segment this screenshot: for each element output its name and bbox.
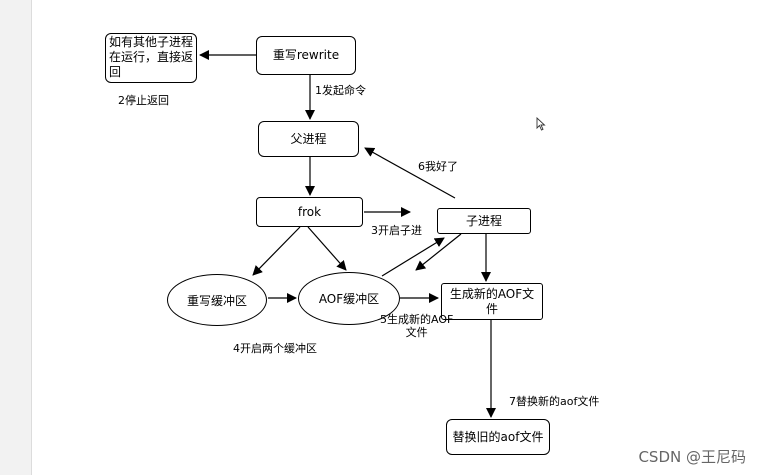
fork-node-label: frok	[297, 204, 322, 219]
rewrite-node-label: 重写rewrite	[272, 48, 340, 62]
new-aof-node: 生成新的AOF文件	[441, 283, 543, 320]
replace-old-node: 替换旧的aof文件	[446, 419, 550, 455]
step5-label: 5生成新的AOF 文件	[380, 313, 453, 339]
step2-label: 2停止返回	[118, 94, 169, 107]
arrow-child-to-aof-buffer	[415, 233, 462, 271]
parent-node: 父进程	[258, 121, 359, 157]
step5-label-line1: 5生成新的AOF	[380, 313, 454, 326]
stop-node-label: 如有其他子进程在运行，直接返回	[109, 35, 194, 79]
fork-node: frok	[256, 197, 363, 227]
arrow-fork-to-rewrite-buffer	[252, 226, 301, 276]
step3-label: 3开启子进	[371, 224, 422, 237]
child-node: 子进程	[437, 208, 531, 234]
stop-node: 如有其他子进程在运行，直接返回	[105, 33, 197, 83]
arrow-aof-buffer-to-child	[381, 237, 445, 277]
rewrite-node: 重写rewrite	[256, 36, 356, 75]
aof-buffer-node-label: AOF缓冲区	[318, 292, 380, 306]
aof-buffer-node: AOF缓冲区	[298, 272, 400, 325]
rewrite-buffer-node-label: 重写缓冲区	[186, 293, 247, 308]
step6-label: 6我好了	[418, 160, 458, 173]
step1-label: 1发起命令	[315, 84, 366, 97]
new-aof-node-label: 生成新的AOF文件	[449, 286, 535, 316]
arrow-fork-to-aof-buffer	[307, 226, 347, 271]
replace-old-node-label: 替换旧的aof文件	[452, 429, 544, 444]
parent-node-label: 父进程	[290, 131, 327, 146]
left-gutter	[0, 0, 32, 475]
step7-label: 7替换新的aof文件	[509, 395, 600, 408]
mouse-cursor-icon	[536, 117, 546, 131]
watermark: CSDN @王尼码	[638, 448, 746, 466]
arrow-child-to-parent	[364, 147, 456, 199]
rewrite-buffer-node: 重写缓冲区	[167, 274, 267, 326]
step5-label-line2: 文件	[405, 326, 428, 339]
child-node-label: 子进程	[465, 213, 502, 228]
step4-label: 4开启两个缓冲区	[233, 342, 317, 355]
